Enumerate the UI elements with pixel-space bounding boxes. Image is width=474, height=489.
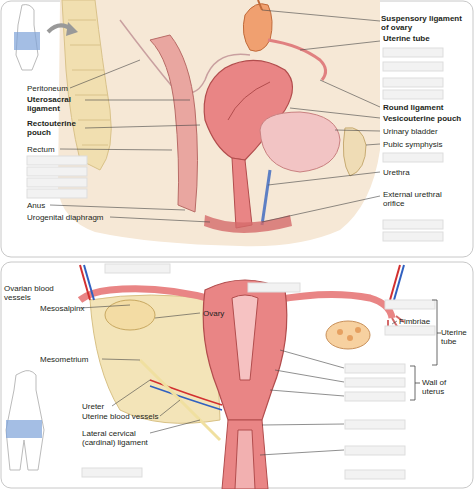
part-label: Ovary — [203, 309, 224, 318]
part-label: Urethra — [383, 168, 410, 177]
part-label: External urethral orifice — [383, 190, 458, 208]
part-label: Urogenital diaphragm — [27, 213, 104, 222]
part-label: Ovarian blood vessels — [4, 284, 56, 302]
part-label: Urinary bladder — [383, 127, 438, 136]
part-label: Fimbriae — [399, 317, 430, 326]
part-label: Uterine tube — [441, 328, 471, 346]
part-label: Ureter — [82, 402, 104, 411]
part-label: Pubic symphysis — [383, 140, 443, 149]
part-label: Lateral cervical (cardinal) ligament — [82, 429, 154, 447]
part-label: Wall of uterus — [422, 378, 470, 396]
part-label: Mesometrium — [40, 355, 88, 364]
part-label: Round ligament — [383, 103, 443, 112]
part-label: Uterine blood vessels — [82, 412, 158, 421]
part-label: Vesicouterine pouch — [383, 114, 461, 123]
part-label: Rectouterine pouch — [27, 119, 85, 137]
part-label: Uterine tube — [383, 34, 430, 43]
part-label: Anus — [27, 201, 45, 210]
part-label: Suspensory ligament of ovary — [381, 14, 471, 32]
part-label: Uterosacral ligament — [27, 95, 85, 113]
part-label: Rectum — [27, 145, 55, 154]
part-label: Mesosalpinx — [40, 304, 84, 313]
part-label: Peritoneum — [27, 84, 68, 93]
